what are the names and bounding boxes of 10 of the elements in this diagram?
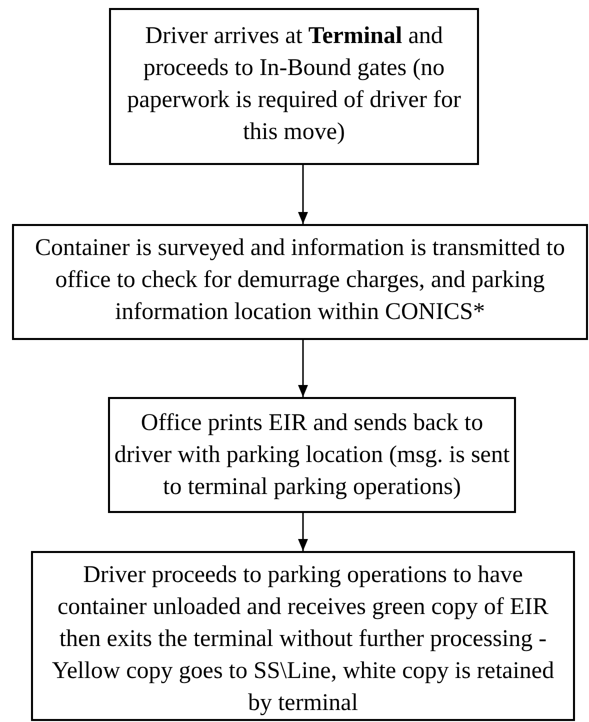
arrow — [298, 340, 308, 397]
step-text: Office prints EIR and sends back to driver with parking location (msg. is sent to terminal parking operations) — [114, 409, 510, 502]
process-box — [109, 8, 479, 165]
step-text: Driver proceeds to parking operations to have container unloaded and receives green copy of EIR then exits the terminal without further processing - Yellow copy goes to SS\Line, white copy is retained by terminal — [50, 561, 556, 718]
process-box — [108, 397, 516, 513]
step-text: Container is surveyed and information is transmitted to office to check for demurrage charges, and parking information location within CONICS* — [34, 234, 566, 327]
step-text: Driver arrives at Terminal and proceeds to In-Bound gates (no paperwork is required of driver for this move) — [126, 22, 462, 147]
arrow — [298, 165, 308, 224]
arrow — [298, 513, 308, 551]
process-box — [12, 224, 588, 340]
